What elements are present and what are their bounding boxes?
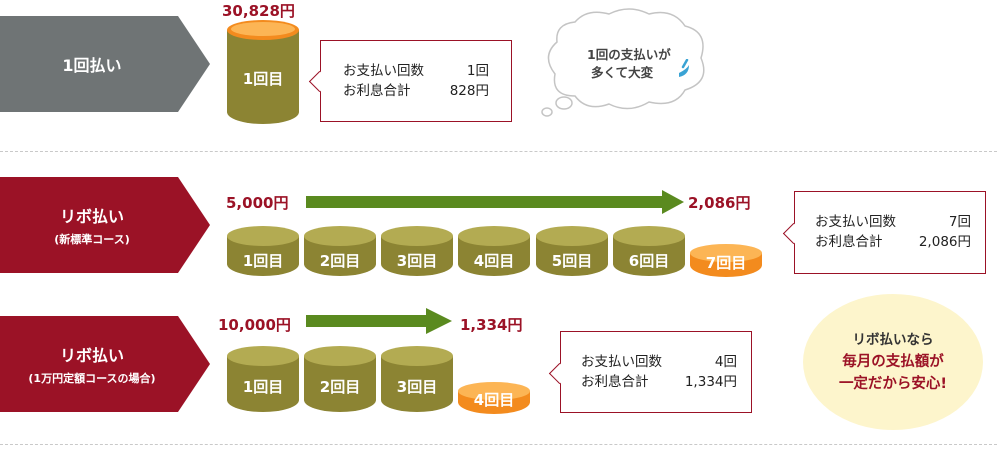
lumpsum-count-label: お支払い回数	[343, 63, 424, 79]
coin-standard-4-label: 4回目	[473, 252, 515, 270]
lumpsum-count-value: 1回	[466, 63, 489, 79]
thought-bubble: 1回の支払いが 多くて大変	[525, 4, 725, 122]
revo-standard-end-amount: 2,086円	[688, 194, 751, 212]
lumpsum-label: 1回払い	[62, 56, 122, 75]
coin-lumpsum-1-label: 1回目	[242, 70, 284, 88]
revo-standard-info-callout: お支払い回数 7回 お利息合計 2,086円	[782, 191, 986, 274]
revo-fixed-end-amount: 1,334円	[460, 316, 523, 334]
coin-standard-2: 2回目	[304, 226, 376, 276]
standard-count-value: 7回	[948, 214, 971, 230]
revo-fixed-start-amount: 10,000円	[218, 316, 291, 334]
lumpsum-label-box: 1回払い	[0, 16, 210, 112]
summary-line3: 一定だから安心!	[838, 376, 948, 392]
sweat-drop-icon	[679, 59, 689, 77]
standard-count-label: お支払い回数	[815, 214, 896, 230]
thought-line1: 1回の支払いが	[587, 47, 671, 62]
coin-standard-4: 4回目	[458, 226, 530, 276]
coin-fixed-4-label: 4回目	[473, 391, 515, 409]
coin-standard-5-label: 5回目	[551, 252, 593, 270]
revo-standard-label-box: リボ払い (新標準コース)	[0, 177, 210, 273]
coin-standard-5: 5回目	[536, 226, 608, 276]
coin-fixed-3: 3回目	[381, 346, 453, 412]
coin-standard-6-label: 6回目	[628, 252, 670, 270]
fixed-interest-row: お利息合計 1,334円	[581, 372, 737, 392]
coin-standard-7-label: 7回目	[705, 254, 747, 272]
coin-lumpsum-1: 1回目	[227, 20, 299, 124]
coin-fixed-2: 2回目	[304, 346, 376, 412]
fixed-interest-label: お利息合計	[581, 374, 649, 390]
coin-standard-3-label: 3回目	[396, 252, 438, 270]
fixed-count-label: お支払い回数	[581, 354, 662, 370]
coin-fixed-2-label: 2回目	[319, 378, 361, 396]
standard-interest-value: 2,086円	[918, 234, 971, 250]
lumpsum-count-row: お支払い回数 1回	[343, 61, 489, 81]
revo-standard-label-arrow-shape	[0, 177, 210, 273]
standard-interest-label: お利息合計	[815, 234, 883, 250]
divider-2	[0, 444, 997, 445]
thought-line2: 多くて大変	[591, 65, 654, 80]
lumpsum-amount: 30,828円	[222, 2, 295, 20]
thought-bubble-cloud	[541, 8, 705, 117]
revo-standard-start-amount: 5,000円	[226, 194, 289, 212]
fixed-count-row: お支払い回数 4回	[581, 352, 737, 372]
lumpsum-interest-row: お利息合計 828円	[343, 81, 489, 101]
revo-fixed-label: リボ払い	[59, 346, 124, 365]
coin-standard-7: 7回目	[690, 244, 762, 277]
summary-bubble: リボ払いなら 毎月の支払額が 一定だから安心!	[803, 294, 983, 430]
coin-standard-2-label: 2回目	[319, 252, 361, 270]
lumpsum-interest-value: 828円	[449, 83, 489, 99]
coin-standard-6: 6回目	[613, 226, 685, 276]
summary-line2: 毎月の支払額が	[842, 354, 944, 370]
coin-standard-1-label: 1回目	[242, 252, 284, 270]
revo-fixed-label-box: リボ払い (1万円定額コースの場合)	[0, 316, 210, 412]
coin-fixed-1: 1回目	[227, 346, 299, 412]
revo-fixed-info-callout: お支払い回数 4回 お利息合計 1,334円	[548, 331, 752, 413]
coin-fixed-1-label: 1回目	[242, 378, 284, 396]
fixed-count-value: 4回	[714, 354, 737, 370]
revo-fixed-label-arrow-shape	[0, 316, 210, 412]
coin-fixed-3-label: 3回目	[396, 378, 438, 396]
lumpsum-info-callout: お支払い回数 1回 お利息合計 828円	[308, 40, 512, 122]
fixed-interest-value: 1,334円	[684, 374, 737, 390]
coin-standard-3: 3回目	[381, 226, 453, 276]
standard-interest-row: お利息合計 2,086円	[815, 232, 971, 252]
coin-fixed-4: 4回目	[458, 382, 530, 414]
coin-standard-1: 1回目	[227, 226, 299, 276]
lumpsum-label-arrow-shape	[0, 16, 210, 112]
standard-count-row: お支払い回数 7回	[815, 212, 971, 232]
lumpsum-interest-label: お利息合計	[343, 83, 411, 99]
revo-standard-sublabel: (新標準コース)	[54, 233, 130, 246]
divider-1	[0, 151, 997, 152]
revo-fixed-arrow	[306, 308, 452, 334]
revo-fixed-sublabel: (1万円定額コースの場合)	[28, 372, 156, 385]
revo-standard-label: リボ払い	[59, 207, 124, 226]
summary-line1: リボ払いなら	[852, 332, 934, 348]
revo-standard-arrow	[306, 190, 684, 214]
